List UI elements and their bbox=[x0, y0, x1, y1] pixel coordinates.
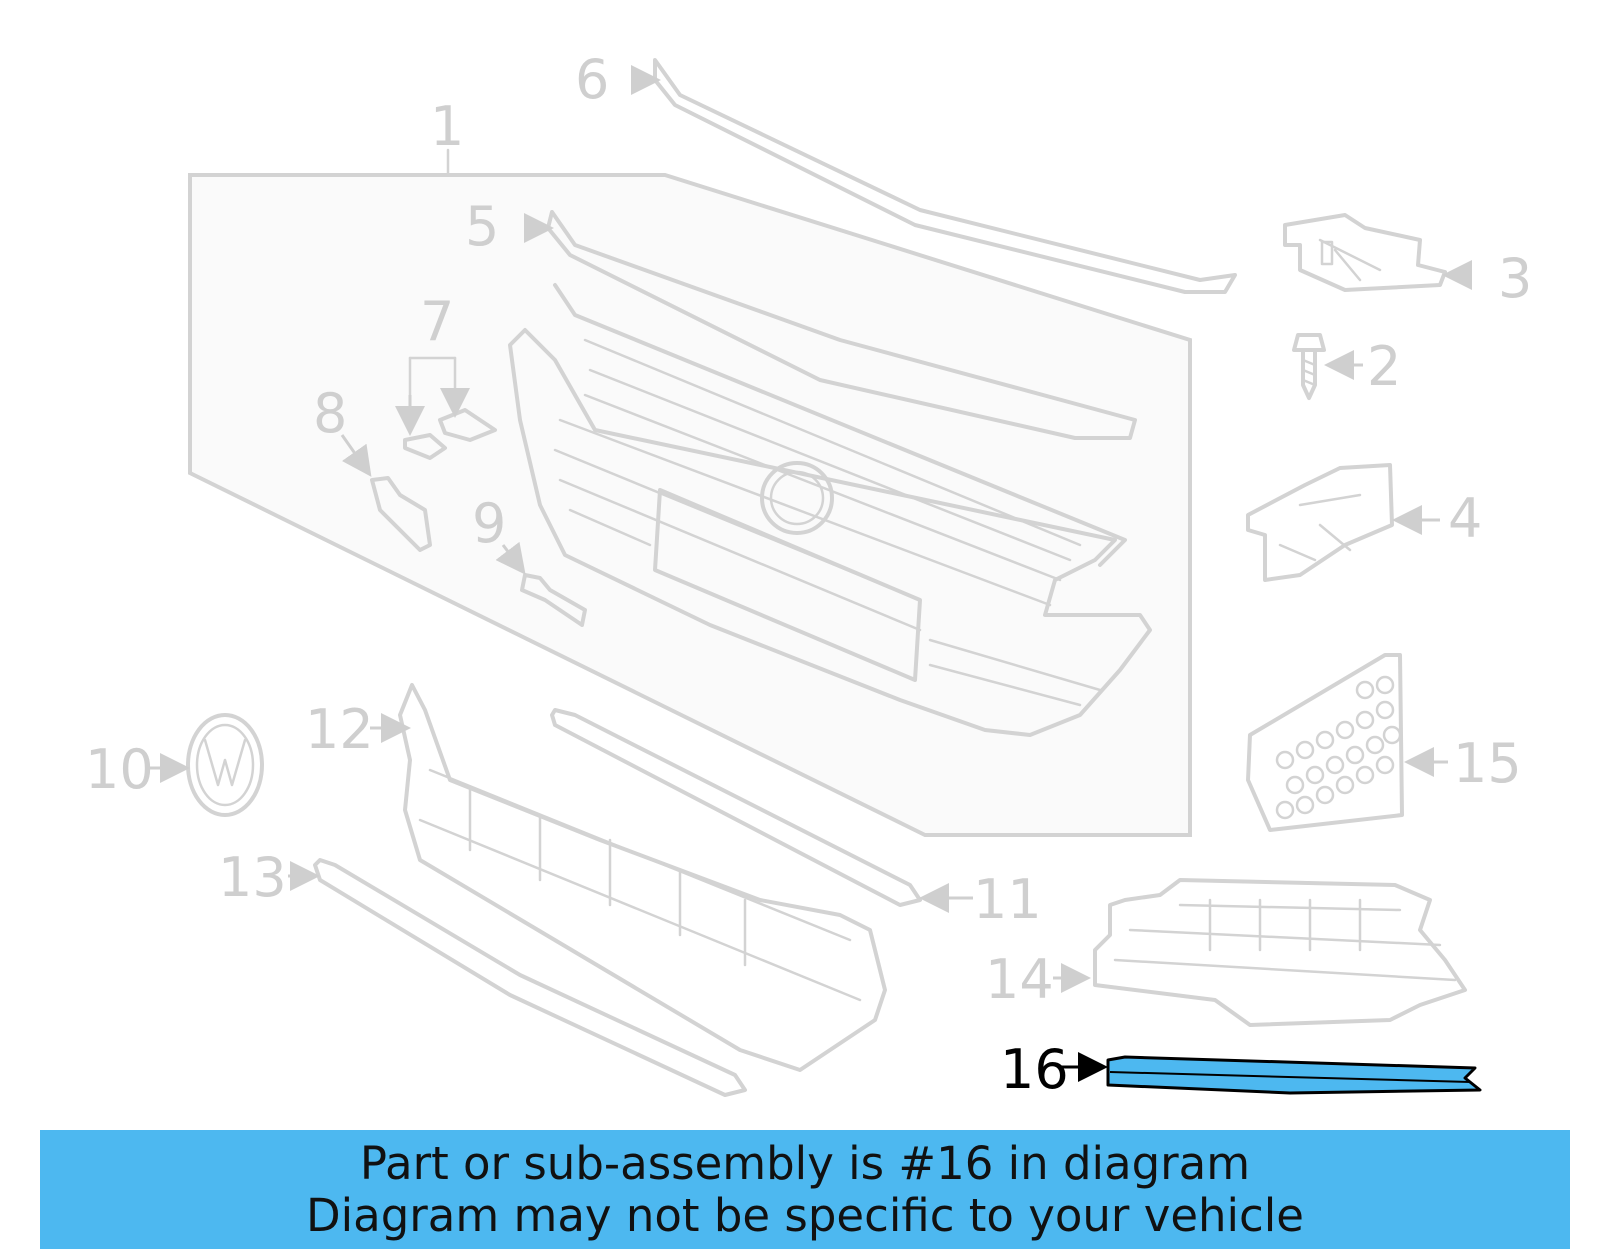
banner-line-1: Part or sub-assembly is #16 in diagram bbox=[359, 1136, 1251, 1190]
callout-9: 9 bbox=[472, 492, 506, 555]
part-5-grille-molding bbox=[546, 210, 1137, 440]
callout-15: 15 bbox=[1453, 732, 1522, 795]
callout-3: 3 bbox=[1498, 247, 1532, 310]
callout-6: 6 bbox=[575, 48, 609, 111]
part-10-emblem bbox=[186, 713, 264, 817]
part-12-lower-grille bbox=[398, 683, 887, 1072]
part-4-bracket bbox=[1246, 463, 1394, 582]
callout-1: 1 bbox=[430, 95, 464, 158]
callout-12: 12 bbox=[305, 698, 374, 761]
callout-4: 4 bbox=[1448, 487, 1482, 550]
banner-line-2: Diagram may not be specific to your vehi… bbox=[306, 1188, 1304, 1242]
part-11-strip bbox=[550, 708, 922, 907]
grille-main bbox=[508, 283, 1152, 737]
callout-14: 14 bbox=[985, 948, 1054, 1011]
callout-5: 5 bbox=[465, 195, 499, 258]
part-16-highlighted-strip[interactable] bbox=[1106, 1055, 1482, 1095]
part-2-screw bbox=[1292, 333, 1326, 400]
callout-2: 2 bbox=[1367, 335, 1401, 398]
info-banner: Part or sub-assembly is #16 in diagram D… bbox=[40, 1130, 1570, 1249]
part-6-upper-molding bbox=[653, 58, 1237, 294]
callout-8: 8 bbox=[313, 382, 347, 445]
callout-16: 16 bbox=[1000, 1038, 1069, 1101]
callout-13: 13 bbox=[218, 846, 287, 909]
callout-10: 10 bbox=[85, 738, 154, 801]
callout-7: 7 bbox=[420, 290, 454, 353]
part-14-lower-insert bbox=[1093, 878, 1467, 1027]
part-15-mesh bbox=[1246, 653, 1404, 832]
callout-11: 11 bbox=[973, 868, 1042, 931]
callout-arrows bbox=[150, 65, 1472, 1082]
part-3-bracket bbox=[1283, 213, 1447, 292]
part-9-clip bbox=[520, 573, 587, 627]
parts-diagram: 1 6 5 3 2 4 7 8 9 10 11 12 13 14 15 16 bbox=[85, 48, 1532, 1101]
part-8-clip bbox=[370, 476, 432, 552]
